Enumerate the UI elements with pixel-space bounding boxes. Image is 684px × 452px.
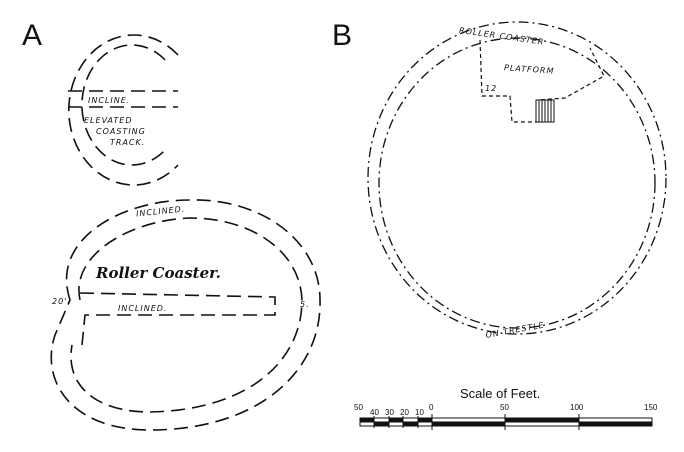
scale-segment bbox=[505, 418, 579, 422]
small-track-inner-ring bbox=[81, 44, 166, 166]
right-dimension-mark: 5. bbox=[300, 300, 310, 309]
scale-tick-label: 50 bbox=[354, 403, 363, 412]
scale-tick-label: 40 bbox=[370, 408, 379, 417]
trestle-outer-ring bbox=[367, 21, 667, 335]
trestle-roller-coaster: ROLLER COASTER PLATFORM 12 ON TRESTLE bbox=[367, 21, 667, 340]
on-trestle-label: ON TRESTLE bbox=[485, 321, 545, 340]
scale-segment bbox=[432, 422, 505, 426]
scale-segment bbox=[389, 418, 403, 422]
coasting-label: COASTING bbox=[96, 127, 146, 136]
scale-segment bbox=[403, 422, 418, 426]
middle-inclined-label: INCLINED. bbox=[118, 304, 168, 313]
scale-segment bbox=[360, 418, 374, 422]
scale-of-feet: Scale of Feet. 50 40 30 20 10 0 50 100 1… bbox=[354, 386, 658, 430]
stair-treads bbox=[538, 100, 552, 122]
large-track-outer-loop bbox=[50, 199, 321, 431]
panel-b-letter: B bbox=[332, 19, 352, 52]
large-roller-coaster-track: INCLINED. Roller Coaster. INCLINED. 20' … bbox=[50, 199, 321, 431]
small-coasting-track: INCLINE. ELEVATED COASTING TRACK. bbox=[68, 34, 179, 186]
platform-dimension-mark: 12 bbox=[485, 84, 497, 93]
left-dimension-mark: 20' bbox=[52, 297, 67, 306]
scale-segment bbox=[579, 422, 652, 426]
scale-tick-label: 10 bbox=[415, 408, 424, 417]
scale-dividers bbox=[373, 414, 580, 430]
small-track-outer-ring bbox=[68, 34, 179, 186]
scale-tick-label: 20 bbox=[400, 408, 409, 417]
large-incline-rectangle bbox=[79, 292, 276, 346]
scale-segment bbox=[418, 418, 432, 422]
scale-tick-label: 0 bbox=[429, 403, 434, 412]
scale-tick-label: 30 bbox=[385, 408, 394, 417]
scale-tick-label: 100 bbox=[570, 403, 584, 412]
large-track-inner-loop bbox=[70, 217, 303, 413]
small-incline-label: INCLINE. bbox=[88, 96, 130, 105]
track-label: TRACK. bbox=[110, 138, 145, 147]
scale-segment bbox=[374, 422, 389, 426]
roller-coaster-title: Roller Coaster. bbox=[95, 264, 221, 282]
trestle-inner-ring bbox=[378, 37, 656, 329]
elevated-label: ELEVATED bbox=[84, 116, 133, 125]
scale-tick-label: 150 bbox=[644, 403, 658, 412]
scale-tick-label: 50 bbox=[500, 403, 509, 412]
panel-a-letter: A bbox=[22, 19, 42, 52]
roller-coaster-top-label: ROLLER COASTER bbox=[459, 26, 545, 47]
platform-label: PLATFORM bbox=[504, 63, 555, 75]
scale-title: Scale of Feet. bbox=[460, 386, 540, 401]
